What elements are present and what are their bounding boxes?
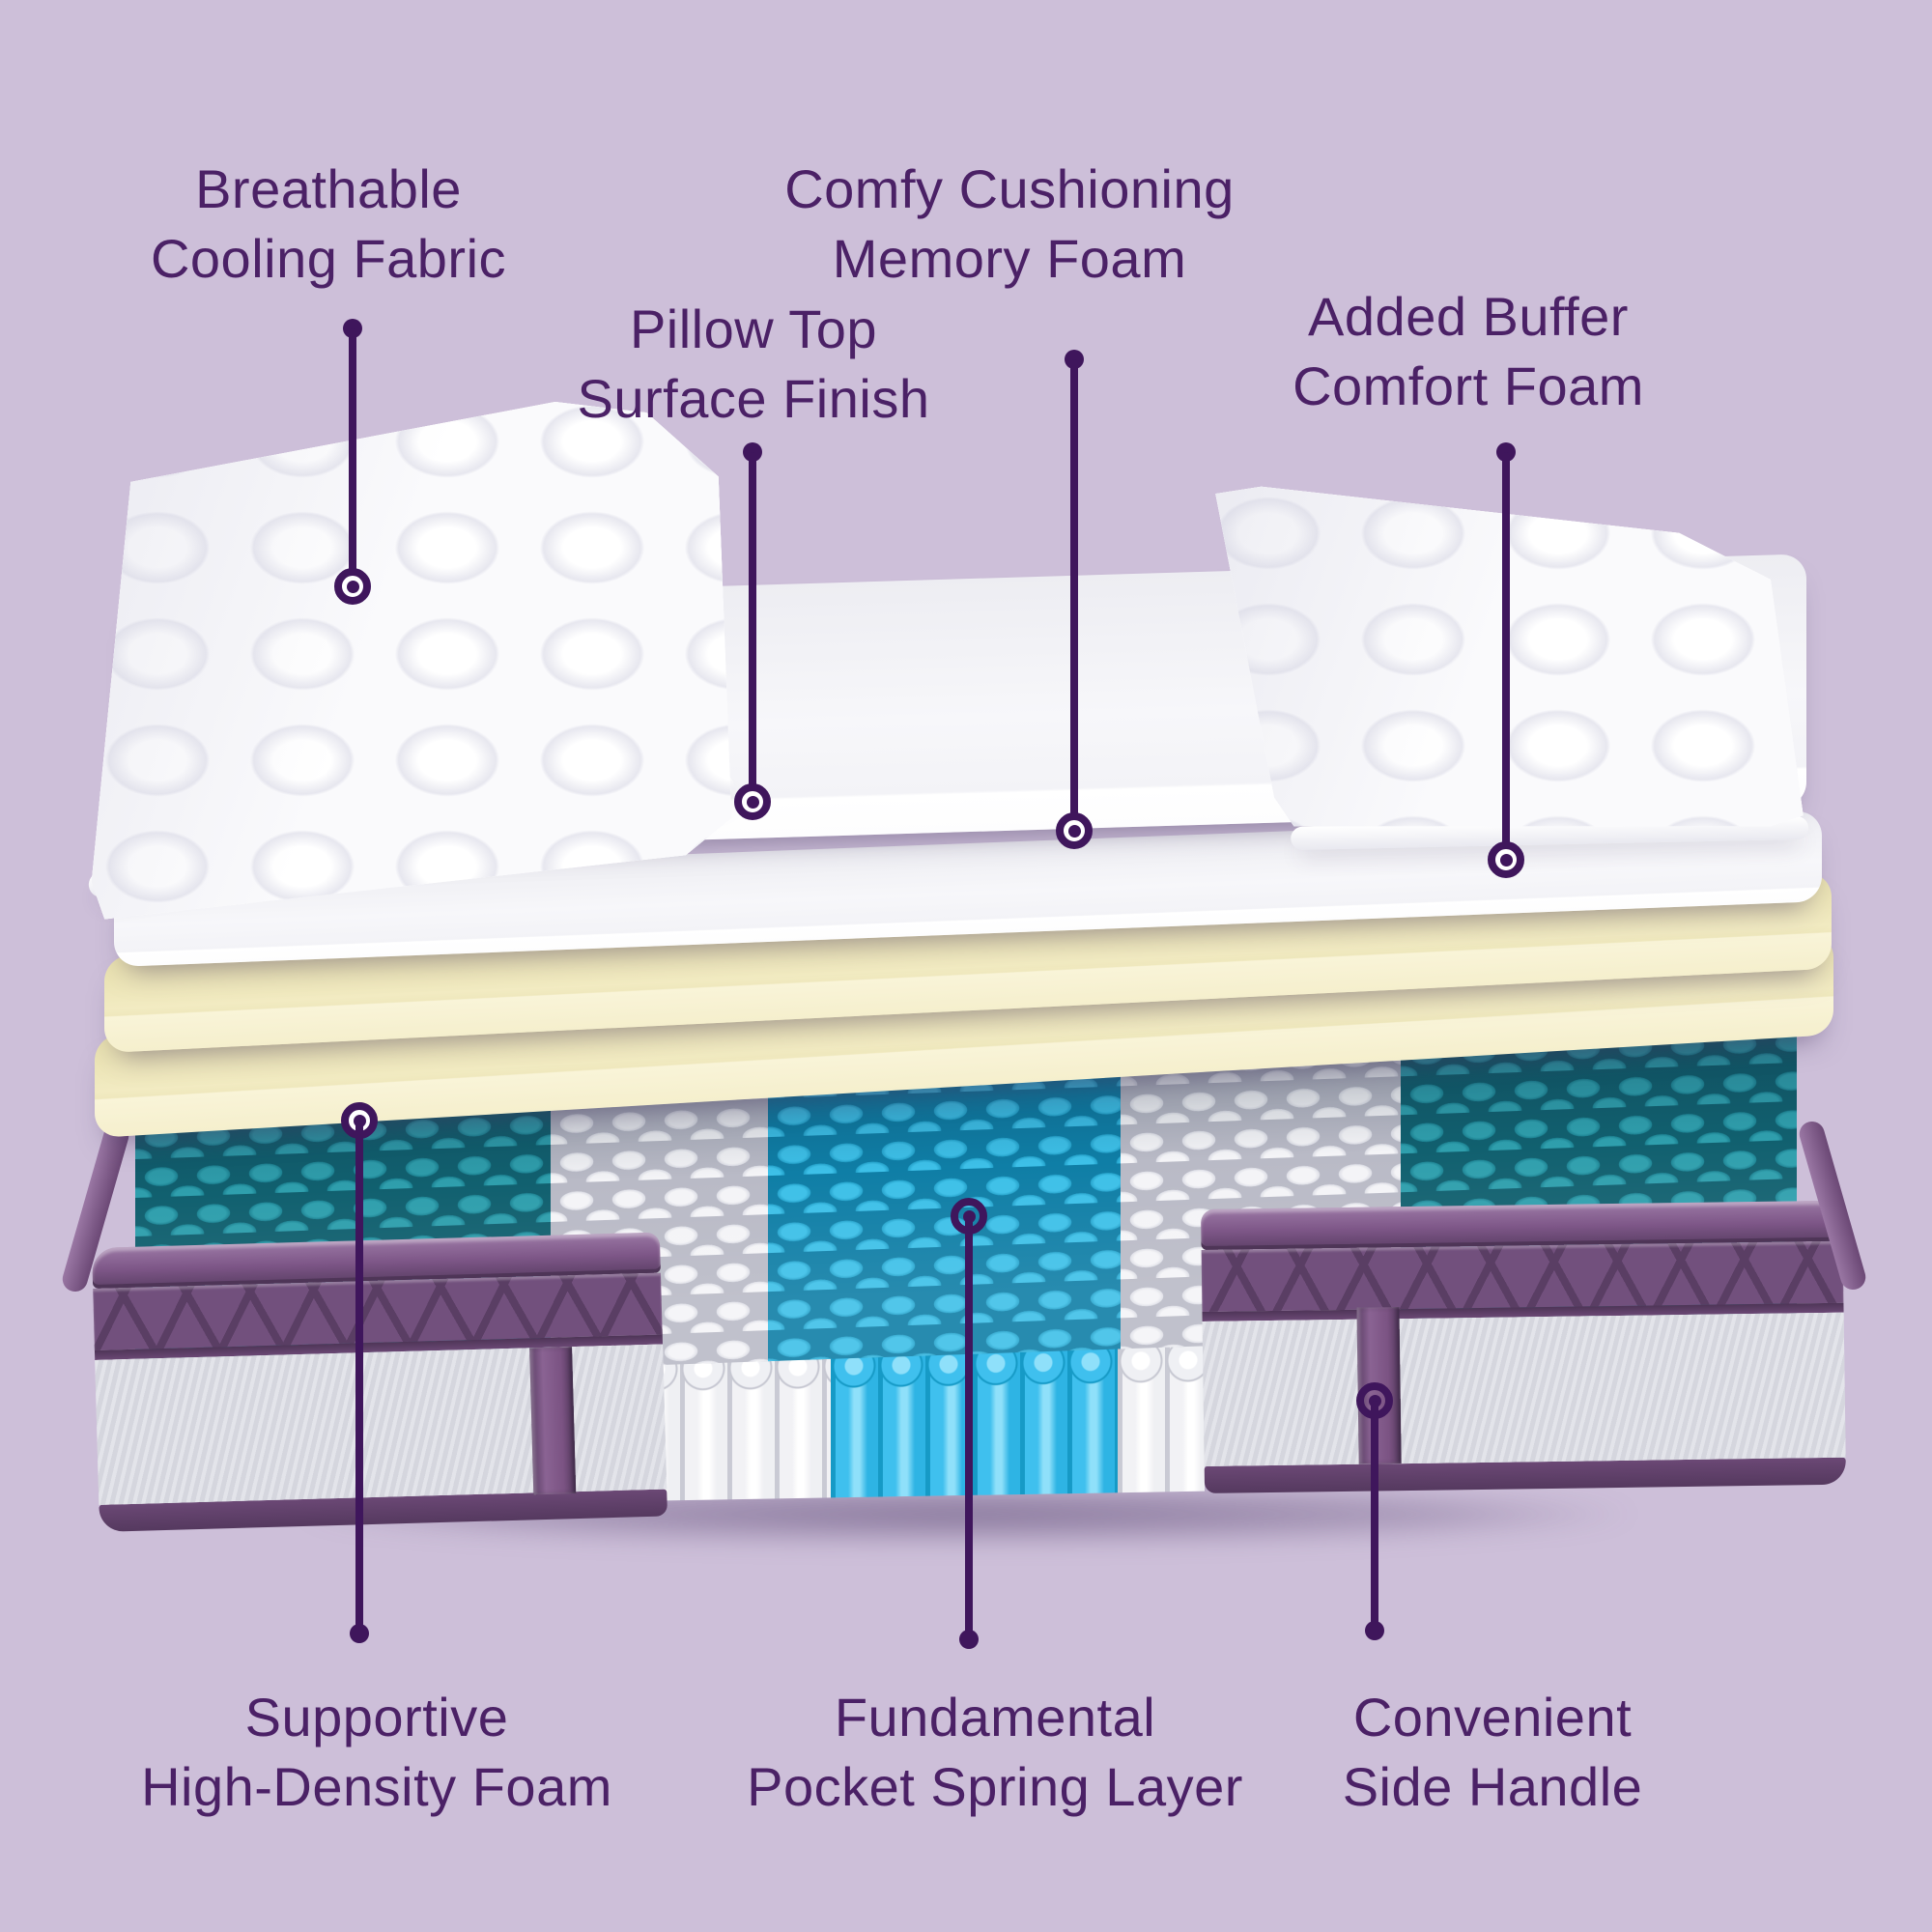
label-line: Comfort Foam: [1293, 355, 1644, 416]
label-convenient-side-handle: Convenient Side Handle: [1106, 1683, 1879, 1822]
label-fundamental-pocket-spring-layer: Fundamental Pocket Spring Layer: [609, 1683, 1381, 1822]
callout-dot-high-density-foam: [350, 1624, 369, 1643]
label-line: Pocket Spring Layer: [747, 1756, 1243, 1817]
label-line: Added Buffer: [1308, 286, 1629, 347]
callout-line-buffer-foam: [1502, 452, 1510, 860]
label-comfy-cushioning-memory-foam: Comfy Cushioning Memory Foam: [623, 155, 1396, 294]
callout-ring-pillow-top: [734, 783, 771, 820]
label-pillow-top-surface-finish: Pillow Top Surface Finish: [367, 295, 1140, 434]
callout-ring-memory-foam: [1056, 812, 1093, 849]
callout-dot-pocket-spring: [959, 1630, 979, 1649]
callout-dot-side-handle: [1365, 1621, 1384, 1640]
label-supportive-high-density-foam: Supportive High-Density Foam: [0, 1683, 763, 1822]
label-line: Breathable: [195, 158, 462, 219]
callout-ring-breathable: [334, 568, 371, 605]
gray-quilted-side-fabric: [1202, 1312, 1846, 1466]
callout-line-pocket-spring: [965, 1216, 973, 1639]
label-line: Surface Finish: [577, 368, 930, 429]
callout-line-side-handle: [1371, 1401, 1378, 1631]
white-pocket-coil-columns: [1118, 1334, 1205, 1493]
label-line: Supportive: [244, 1687, 509, 1747]
callout-ring-buffer-foam: [1488, 841, 1524, 878]
label-line: High-Density Foam: [141, 1756, 612, 1817]
mattress-corner-block-right: [1201, 1200, 1847, 1507]
label-line: Cooling Fabric: [150, 228, 507, 289]
side-handle-left: [529, 1347, 577, 1495]
mattress-corner-block-left: [92, 1232, 668, 1542]
label-added-buffer-comfort-foam: Added Buffer Comfort Foam: [1082, 282, 1855, 421]
label-line: Fundamental: [834, 1687, 1156, 1747]
label-line: Comfy Cushioning: [784, 158, 1235, 219]
label-line: Convenient: [1352, 1687, 1633, 1747]
label-line: Side Handle: [1342, 1756, 1643, 1817]
gray-quilted-side-fabric: [95, 1344, 668, 1505]
callout-line-high-density-foam: [355, 1121, 363, 1634]
quilted-cooling-fabric-panel-right: [1215, 486, 1804, 827]
callout-line-breathable: [349, 328, 356, 586]
purple-zigzag-band: [1201, 1240, 1844, 1312]
callout-line-pillow-top: [749, 452, 756, 802]
label-line: Pillow Top: [629, 298, 878, 359]
cyan-pocket-coil-columns: [831, 1336, 1118, 1498]
label-line: Memory Foam: [832, 228, 1187, 289]
callout-line-memory-foam: [1070, 359, 1078, 831]
label-breathable-cooling-fabric: Breathable Cooling Fabric: [0, 155, 715, 294]
quilted-cooling-fabric-panel-left: [91, 402, 732, 920]
